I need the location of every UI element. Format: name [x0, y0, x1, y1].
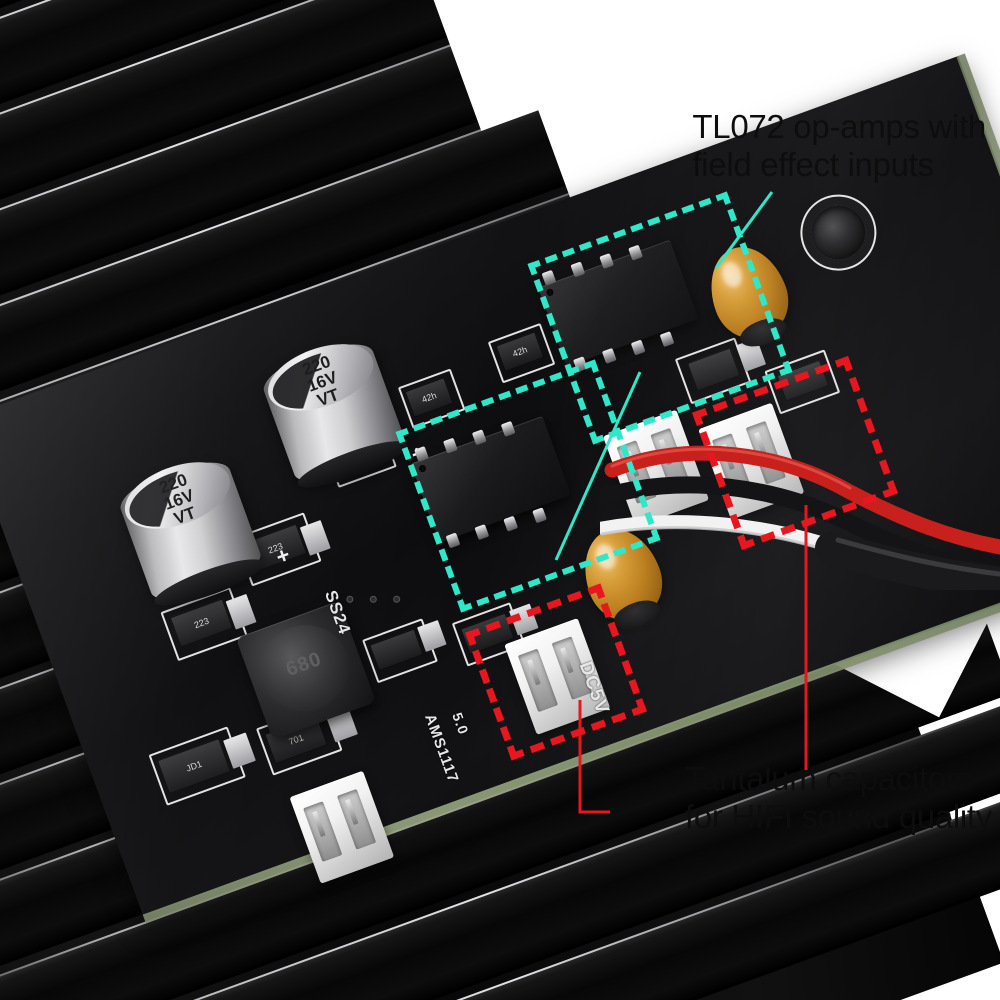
power-inductor: 680: [235, 600, 377, 740]
callout-line-2: field effect inputs: [692, 146, 934, 184]
callout-text-tantalum: Tantalum capacitors for HIFI sound quali…: [685, 760, 992, 837]
wire-red: [604, 445, 1000, 555]
wire-sleeve-gloss: [835, 537, 1000, 577]
wire-red-highlight: [610, 447, 852, 490]
mounting-hole: [803, 197, 874, 268]
callout-line-1: TL072 op-amps with: [692, 108, 986, 145]
callout-line-1: Tantalum capacitors: [684, 760, 973, 797]
via: [346, 596, 354, 603]
electrolytic-capacitor: 220 16V VT: [114, 450, 268, 615]
callout-line-2: for HIFI sound quality: [684, 798, 992, 836]
wire-sleeve-black: [815, 531, 1000, 590]
output-wire-harness: [600, 445, 1000, 590]
via: [370, 596, 377, 603]
silkscreen-label-voltage: 5.0: [449, 710, 472, 737]
via: [393, 596, 400, 603]
callout-text-op-amps: TL072 op-amps with field effect inputs: [692, 108, 986, 185]
